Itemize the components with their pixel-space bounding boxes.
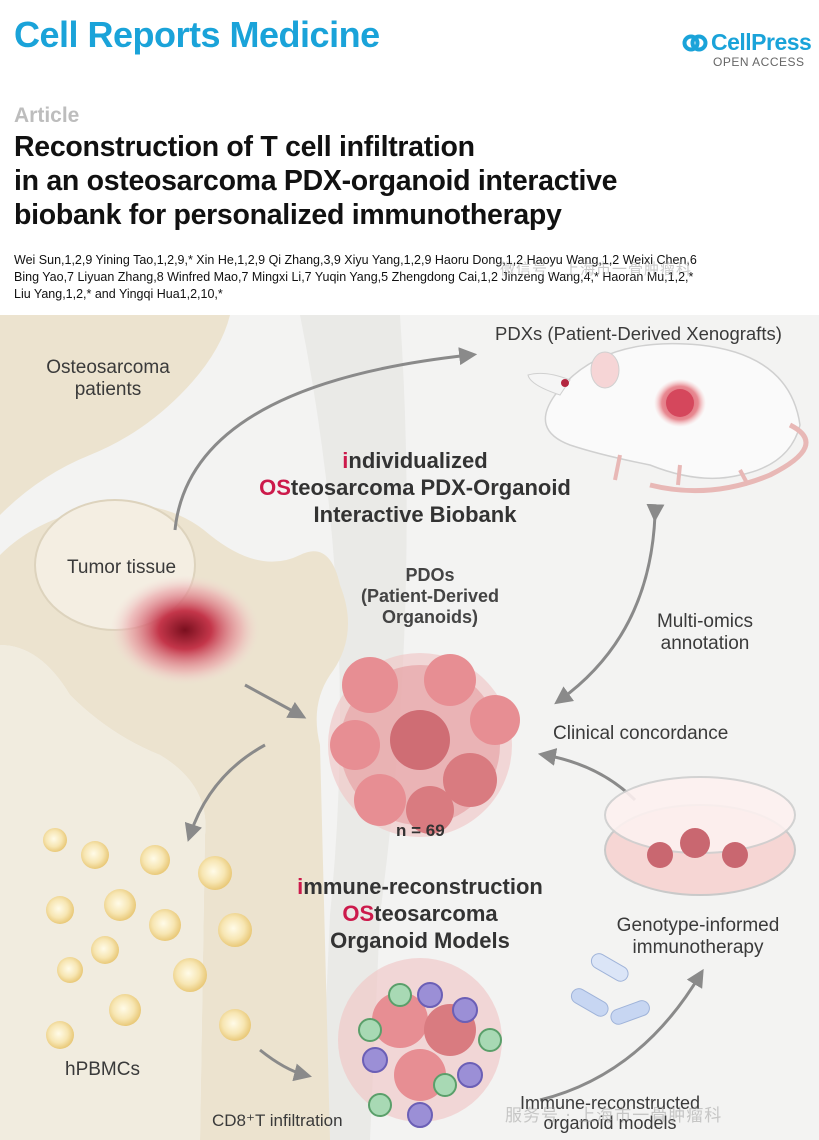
- reconstructed-organoid-label: Immune-reconstructed organoid models: [519, 1093, 701, 1133]
- genotype-immunotherapy-label: Genotype-informed immunotherapy: [616, 915, 780, 958]
- title-line: Reconstruction of T cell infiltration: [14, 131, 475, 163]
- author-line[interactable]: Bing Yao,7 Liyuan Zhang,8 Winfred Mao,7 …: [14, 270, 694, 284]
- clinical-concordance-label: Clinical concordance: [553, 723, 729, 744]
- author-line[interactable]: Wei Sun,1,2,9 Yining Tao,1,2,9,* Xin He,…: [14, 253, 697, 267]
- author-list: Wei Sun,1,2,9 Yining Tao,1,2,9,* Xin He,…: [14, 252, 814, 303]
- cellpress-logo[interactable]: CellPress OPEN ACCESS: [682, 28, 812, 72]
- immune-organoid: [338, 958, 502, 1128]
- graphical-abstract-art: [0, 315, 819, 1140]
- pdo-label: PDOs (Patient-Derived Organoids): [360, 565, 500, 627]
- publisher-name: CellPress: [711, 29, 812, 55]
- cd8-infiltration-label: CD8⁺T infiltration: [212, 1111, 343, 1130]
- cellpress-icon: [682, 34, 708, 52]
- organoid-cluster: [328, 653, 520, 837]
- open-access-badge: OPEN ACCESS: [713, 55, 805, 69]
- graphical-abstract: Osteosarcoma patients Tumor tissue PDXs …: [0, 260, 819, 1140]
- multi-omics-label: Multi-omics annotation: [656, 611, 754, 654]
- petri-dish: [604, 776, 796, 896]
- hpbmcs-label: hPBMCs: [65, 1059, 140, 1080]
- journal-title[interactable]: Cell Reports Medicine: [14, 14, 380, 55]
- article-title: Reconstruction of T cell infiltration in…: [14, 130, 804, 232]
- watermark-top: 微信号：上海市一骨肿瘤科: [500, 260, 693, 278]
- biobank-title: individualized OSteosarcoma PDX-Organoid…: [259, 448, 571, 527]
- immune-model-title: immune-reconstruction OSteosarcoma Organ…: [297, 874, 543, 953]
- watermark-bottom: 服务号 · 上海市一骨肿瘤科: [505, 1106, 723, 1126]
- hpbmc-cells: [43, 828, 252, 1049]
- title-line: biobank for personalized immunotherapy: [14, 199, 562, 231]
- pill-capsules: [570, 953, 650, 1025]
- tumor-tissue-label: Tumor tissue: [67, 557, 177, 578]
- mouse-illustration: [527, 342, 809, 494]
- title-line: in an osteosarcoma PDX-organoid interact…: [14, 165, 618, 197]
- osteosarcoma-patients-label: Osteosarcoma patients: [46, 357, 170, 400]
- article-header: Cell Reports Medicine CellPress OPEN ACC…: [0, 0, 819, 315]
- article-type: Article: [14, 104, 80, 127]
- author-line[interactable]: Liu Yang,1,2,* and Yingqi Hua1,2,10,*: [14, 287, 223, 301]
- sample-count: n = 69: [396, 821, 445, 840]
- pdx-label: PDXs (Patient-Derived Xenografts): [495, 323, 782, 344]
